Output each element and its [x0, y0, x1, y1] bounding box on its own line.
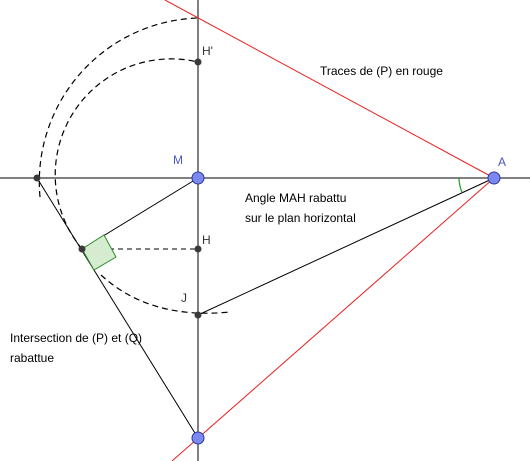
- segment-j-a: [197, 177, 495, 316]
- point-foot[interactable]: [78, 245, 86, 253]
- traces-annotation: Traces de (P) en rouge: [320, 64, 443, 78]
- label-j: J: [181, 291, 187, 305]
- point-m[interactable]: [191, 171, 205, 185]
- dashed-arc-inner: [100, 274, 231, 314]
- point-left-intersection[interactable]: [33, 174, 41, 182]
- point-h-prime[interactable]: [194, 58, 202, 66]
- trace-upper: [164, 0, 495, 179]
- dashed-arc-outer: [38, 17, 199, 198]
- label-h-prime: H': [202, 44, 213, 58]
- point-j[interactable]: [194, 311, 202, 319]
- label-a: A: [498, 155, 506, 169]
- point-bottom[interactable]: [191, 431, 205, 445]
- label-m: M: [173, 153, 183, 167]
- label-h: H: [202, 233, 211, 247]
- intersection-annotation-line1: Intersection de (P) et (Q): [10, 331, 142, 345]
- dashed-arc-middle: [54, 58, 199, 250]
- angle-arc-a: [458, 177, 463, 193]
- right-angle-marker: [81, 234, 117, 271]
- point-h[interactable]: [194, 245, 202, 253]
- intersection-line: [36, 177, 199, 439]
- angle-annotation-line2: sur le plan horizontal: [245, 211, 356, 225]
- angle-annotation-line1: Angle MAH rabattu: [245, 191, 346, 205]
- intersection-annotation-line2: rabattue: [10, 351, 54, 365]
- trace-lower: [171, 177, 495, 461]
- point-a[interactable]: [487, 171, 501, 185]
